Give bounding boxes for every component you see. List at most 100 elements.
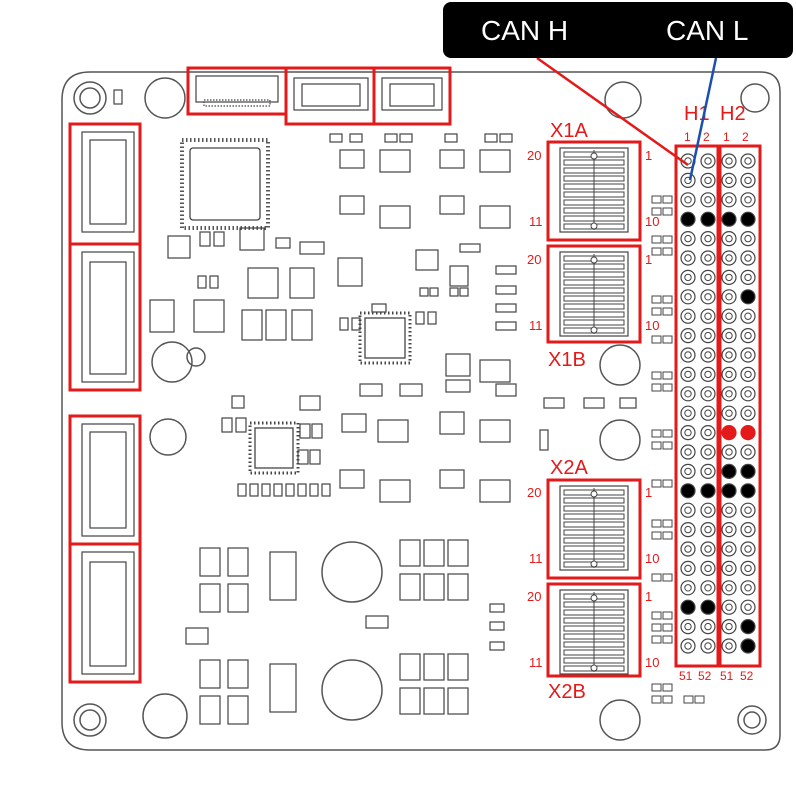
header-pin [700,638,716,654]
h2-bottom2-label: 52 [740,669,754,683]
header-pin-hole [704,622,712,631]
header-pin-hole [684,370,692,379]
header-pin [700,463,716,479]
mcu-chip [180,138,270,230]
can-h-label: CAN H [481,15,568,46]
header-pin [740,405,756,421]
header-pin-hole [744,176,752,185]
header-pin-hole [684,196,692,204]
header-pin [680,192,696,208]
header-pin [721,444,737,460]
header-pin-hole [725,273,733,282]
header-pin-hole [744,254,752,262]
header-pin-hole [684,176,692,185]
header-pin [680,405,696,421]
header-pin [680,618,696,635]
highlight-x2b [546,582,642,678]
x2b-label: X2B [548,681,586,703]
header-pin-hole [725,642,733,650]
header-pin [740,618,756,635]
top-connectors [195,75,443,111]
header-pin-hole [684,254,692,262]
header-pin [740,366,756,382]
header-pin-hole [704,409,712,417]
header-pin [740,172,756,188]
header-pin [680,599,696,615]
header-pin-hole [684,234,692,243]
header-pin [700,328,716,344]
h1-col1-label: 1 [684,130,691,144]
header-pin-hole [704,467,712,476]
connector-labels: X1A X1B X2A X2B 20 1 11 10 20 1 11 10 20… [527,103,754,703]
header-pin-hole [725,506,733,514]
header-pin-hole [684,545,692,553]
header-pin [700,541,716,557]
h2-col2-label: 2 [742,130,749,144]
x1a-pin-tr: 1 [645,148,652,163]
header-pin [721,308,737,324]
h1-bottom2-label: 52 [698,669,712,683]
header-pin-hole [704,293,712,301]
header-pin [721,347,737,363]
header-pin [721,638,737,654]
header-pin [700,347,716,363]
header-pin-hole [704,642,712,650]
header-pin [721,211,737,227]
fpc-x2b-key [590,594,598,602]
header-pin [680,638,696,654]
header-pin-hole [684,467,692,476]
fpc-x2a-body [559,485,629,571]
header-pin-hole [744,564,752,573]
header-pin-hole [725,351,733,359]
header-pin-hole [744,584,752,592]
header-pin [721,231,737,247]
x1b-pin-tl: 20 [527,252,541,267]
header-pin-hole [744,351,752,359]
header-pin-hole [725,176,733,185]
header-pin [700,192,716,208]
fpc-x2a-key [590,560,598,568]
header-pin [680,289,696,305]
board-outline [61,71,781,751]
fpc-x1b-outline [559,251,629,337]
x1a-pin-tl: 20 [527,148,541,163]
header-pin [680,425,696,441]
header-pin-hole [725,622,733,631]
header-pin [721,483,737,499]
header-pin [721,502,737,518]
header-pin-hole [744,331,752,340]
header-pin [740,308,756,324]
header-pin-hole [684,351,692,359]
header-pin-hole [704,525,712,534]
header-pin [680,541,696,557]
header-pin-hole [744,545,752,553]
header-pin-hole [704,370,712,379]
header-pin [700,172,716,188]
header-pin [700,269,716,285]
header-pin-hole [704,564,712,573]
header-pin-hole [725,234,733,243]
pin-header-h2 [721,153,756,654]
header-pin-hole [684,506,692,514]
header-pin-hole [684,448,692,456]
fpc-x1a-key [590,222,598,230]
header-pin [740,560,756,577]
can-callout-box [443,2,793,58]
header-pin [680,580,696,596]
header-pin-hole [704,234,712,243]
header-pin [740,599,756,615]
header-pin [700,521,716,538]
header-pin [721,405,737,421]
fpc-x2a-key [590,490,598,498]
header-pin-hole [744,506,752,514]
header-pin [680,328,696,344]
header-pin [700,502,716,518]
header-pin-hole [725,584,733,592]
x2b-pin-tr: 1 [645,589,652,604]
header-pin-hole [744,525,752,534]
header-pin-hole [725,603,733,611]
header-pin-hole [744,273,752,282]
header-pin-hole [684,312,692,320]
highlight-left-connector-2 [68,242,142,392]
x1b-label: X1B [548,349,586,371]
